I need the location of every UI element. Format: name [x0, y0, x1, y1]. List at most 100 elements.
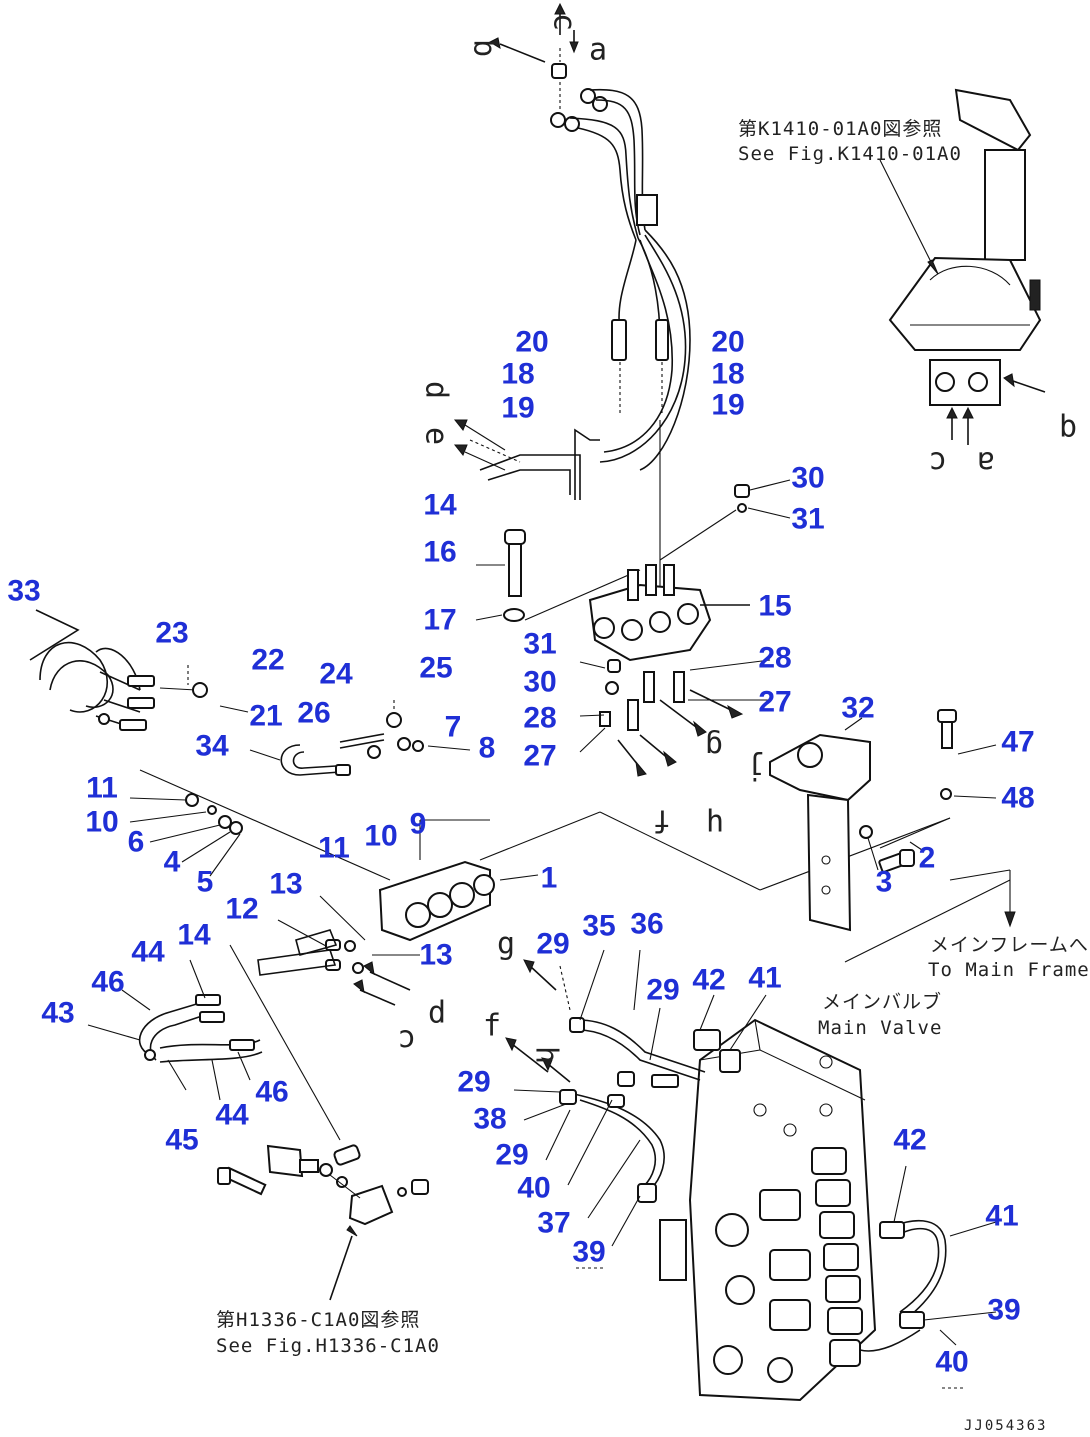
port-letter-a: a — [589, 33, 607, 68]
ref-note-bottom-en: See Fig.H1336-C1A0 — [216, 1335, 440, 1357]
hose-34 — [249, 700, 471, 776]
callout-24: 24 — [319, 658, 353, 691]
callout-27: 27 — [758, 686, 791, 719]
callout-4: 4 — [164, 846, 181, 879]
callout-1: 1 — [541, 862, 558, 895]
port-letter-g: g — [705, 729, 723, 764]
port-letter-f: f — [653, 803, 671, 838]
bracket-32 — [769, 709, 997, 932]
top-port-arrows — [488, 2, 579, 63]
tube-14-upper — [453, 419, 600, 500]
callout-14: 14 — [177, 919, 211, 952]
callout-2: 2 — [919, 842, 936, 875]
callout-29: 29 — [536, 928, 569, 961]
callout-10: 10 — [364, 820, 397, 853]
callout-26: 26 — [297, 697, 330, 730]
ppc-lever-assembly — [879, 88, 1046, 445]
callout-37: 37 — [537, 1207, 570, 1240]
callout-46: 46 — [255, 1076, 288, 1109]
callout-8: 8 — [479, 732, 496, 765]
callout-13: 13 — [419, 939, 452, 972]
callout-15: 15 — [758, 590, 791, 623]
fittings-bottom-left — [217, 1144, 429, 1301]
port-letter-e: e — [419, 427, 454, 445]
port-letter-c: c — [929, 445, 947, 480]
port-letter-d: d — [428, 996, 446, 1031]
callout-22: 22 — [251, 644, 284, 677]
callout-41: 41 — [748, 962, 781, 995]
callout-43: 43 — [41, 997, 74, 1030]
callout-45: 45 — [165, 1124, 198, 1157]
callout-44: 44 — [215, 1099, 249, 1132]
port-letter-f: f — [483, 1009, 501, 1044]
to-main-frame-arrow — [844, 869, 1016, 963]
port-letter-j: j — [747, 751, 765, 786]
callout-9: 9 — [410, 808, 427, 841]
callout-23: 23 — [155, 617, 188, 650]
port-letter-c: c — [547, 13, 582, 31]
callout-38: 38 — [473, 1103, 506, 1136]
callout-47: 47 — [1001, 726, 1034, 759]
callout-29: 29 — [457, 1066, 490, 1099]
top-hose-bundle — [550, 48, 691, 471]
reference-note-bottom: 第H1336-C1A0図参照 See Fig.H1336-C1A0 — [216, 1309, 440, 1357]
bolt-16-washer-17 — [475, 529, 526, 622]
to-main-frame-jp: メインフレームへ — [930, 934, 1089, 956]
to-main-frame-en: To Main Frame — [928, 959, 1090, 981]
callout-10: 10 — [85, 806, 118, 839]
callout-48: 48 — [1001, 782, 1034, 815]
callout-3: 3 — [876, 866, 893, 899]
callout-18: 18 — [501, 358, 534, 391]
callout-12: 12 — [225, 893, 258, 926]
fittings-left — [129, 769, 391, 881]
port-letter-g: g — [497, 927, 515, 962]
port-letter-d: d — [419, 381, 454, 399]
main-valve-note: メインバルブ Main Valve — [818, 990, 942, 1039]
callout-11: 11 — [86, 772, 118, 805]
port-letter-h: h — [529, 1046, 564, 1064]
ppc-valve-block-15 — [524, 420, 791, 777]
callout-6: 6 — [128, 826, 145, 859]
port-letter-h: h — [706, 805, 724, 840]
ref-note-top-jp: 第K1410-01A0図参照 — [738, 118, 942, 140]
main-valve-hoses — [505, 949, 997, 1389]
to-main-frame-note: メインフレームへ To Main Frame — [928, 934, 1090, 981]
port-letter-b: b — [1059, 410, 1077, 445]
callout-41: 41 — [985, 1200, 1018, 1233]
callout-28: 28 — [758, 642, 791, 675]
callout-20: 20 — [711, 326, 744, 359]
main-valve — [659, 1018, 877, 1402]
callout-27: 27 — [523, 740, 556, 773]
tube-14-lower-hose-43 — [87, 929, 341, 1141]
callout-14: 14 — [423, 489, 457, 522]
drawing-code: JJ054363 — [964, 1418, 1047, 1434]
callout-28: 28 — [523, 702, 556, 735]
ref-note-bottom-jp: 第H1336-C1A0図参照 — [216, 1309, 420, 1331]
reference-note-top: 第K1410-01A0図参照 See Fig.K1410-01A0 — [738, 118, 961, 165]
port-letter-a: a — [977, 445, 995, 480]
callout-34: 34 — [195, 730, 229, 763]
callout-42: 42 — [893, 1124, 926, 1157]
manifold-block-1 — [277, 811, 951, 1006]
callout-31: 31 — [523, 628, 556, 661]
callout-35: 35 — [582, 910, 615, 943]
callout-25: 25 — [419, 652, 452, 685]
callout-16: 16 — [423, 536, 456, 569]
callout-42: 42 — [692, 964, 725, 997]
callout-17: 17 — [423, 604, 456, 637]
callout-7: 7 — [445, 711, 462, 744]
callout-44: 44 — [131, 936, 165, 969]
callout-13: 13 — [269, 868, 302, 901]
hose-bundle-33 — [29, 609, 249, 731]
callout-20: 20 — [515, 326, 548, 359]
port-letter-c: c — [398, 1023, 416, 1058]
callout-39: 39 — [572, 1236, 605, 1269]
callout-30: 30 — [523, 666, 556, 699]
callout-29: 29 — [646, 974, 679, 1007]
callout-46: 46 — [91, 966, 124, 999]
main-valve-jp: メインバルブ — [822, 990, 942, 1013]
callout-33: 33 — [7, 575, 40, 608]
callout-19: 19 — [711, 389, 744, 422]
